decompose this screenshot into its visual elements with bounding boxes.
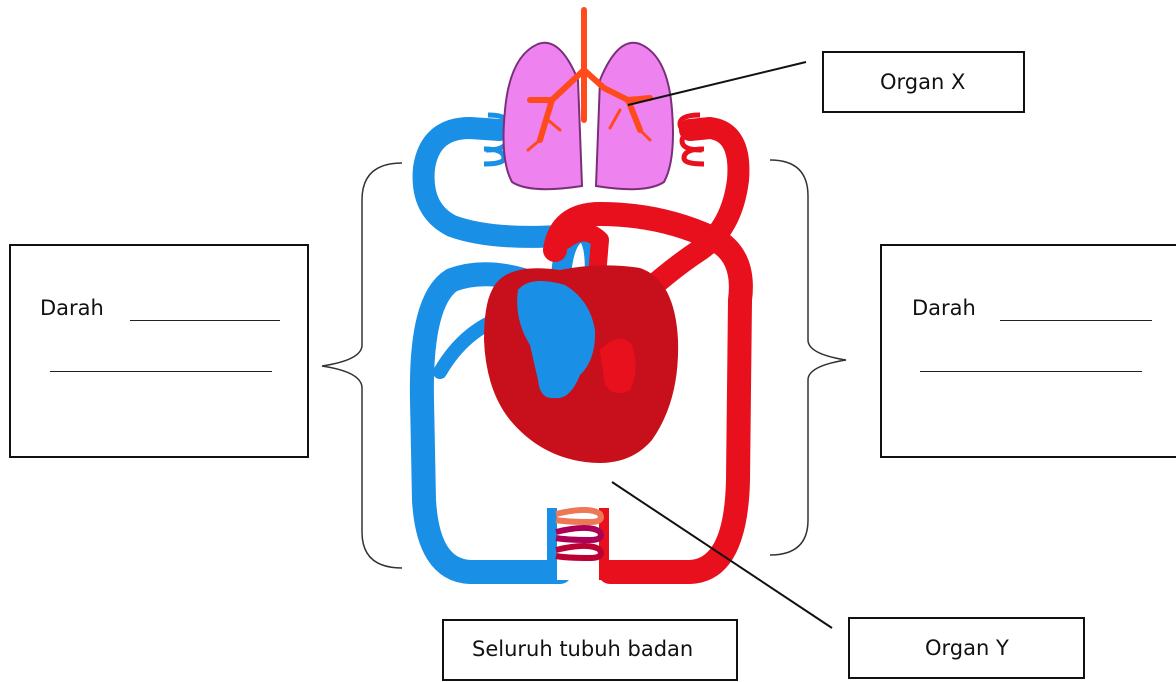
body-label: Seluruh tubuh badan xyxy=(472,637,693,661)
right-blood-blank-2[interactable] xyxy=(920,371,1142,372)
body-capillaries xyxy=(548,508,608,580)
right-blood-blank-1[interactable] xyxy=(1000,320,1152,321)
left-blood-label[interactable]: Darah xyxy=(40,296,104,320)
right-blood-label[interactable]: Darah xyxy=(912,296,976,320)
left-blood-blank-1[interactable] xyxy=(130,320,280,321)
left-blood-box xyxy=(9,244,309,458)
pointer-organ-y xyxy=(612,482,832,628)
right-bracket xyxy=(770,160,846,555)
right-blood-box xyxy=(880,244,1176,458)
organ-x-label: Organ X xyxy=(880,70,965,94)
left-bracket xyxy=(322,163,402,568)
organ-y-label: Organ Y xyxy=(925,636,1009,660)
left-ventricle xyxy=(600,339,636,393)
left-blood-blank-2[interactable] xyxy=(50,371,272,372)
